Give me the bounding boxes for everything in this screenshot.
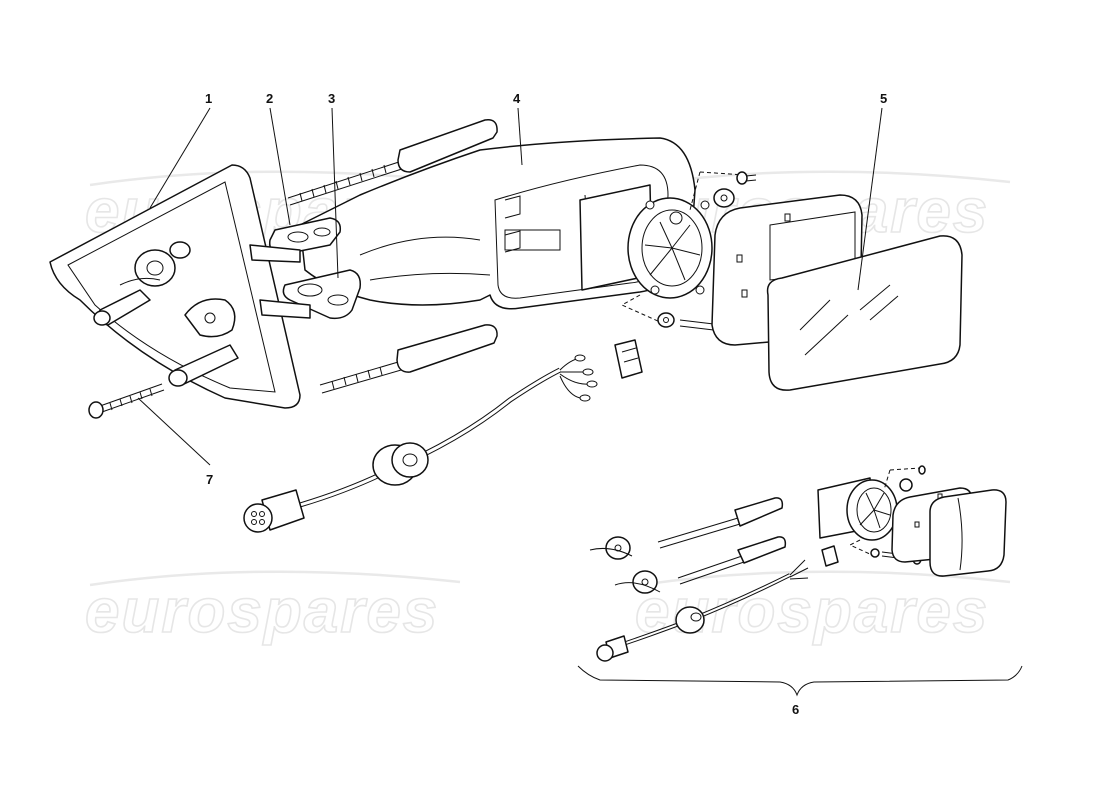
wiring-harness [243, 354, 598, 533]
callout-3: 3 [328, 91, 335, 106]
washer-lower [657, 312, 675, 328]
upper-adjuster-rod [287, 119, 498, 206]
part-1-mounting-base [49, 164, 311, 409]
callout-7: 7 [206, 472, 213, 487]
callout-1: 1 [205, 91, 212, 106]
watermark-bottom-left: eurospares [85, 577, 439, 646]
part-7-screw [88, 383, 165, 419]
callout-2: 2 [266, 91, 273, 106]
connector-block [614, 339, 643, 379]
actuator-motor [579, 171, 746, 323]
part-3-gasket [282, 269, 362, 320]
part-6-bracket [577, 665, 1023, 697]
callout-4: 4 [513, 91, 521, 106]
part-2-gasket [268, 217, 342, 256]
small-screw-upper [736, 171, 757, 185]
washer-upper [713, 188, 735, 208]
part-6-kit-assembly [589, 465, 1007, 662]
leader-lines [137, 107, 883, 466]
part-5-mirror-glass [766, 235, 963, 391]
lower-adjuster-rod [319, 324, 498, 394]
callout-5: 5 [880, 91, 887, 106]
watermark-bottom-right: eurospares [635, 577, 989, 646]
callout-6: 6 [792, 702, 799, 717]
